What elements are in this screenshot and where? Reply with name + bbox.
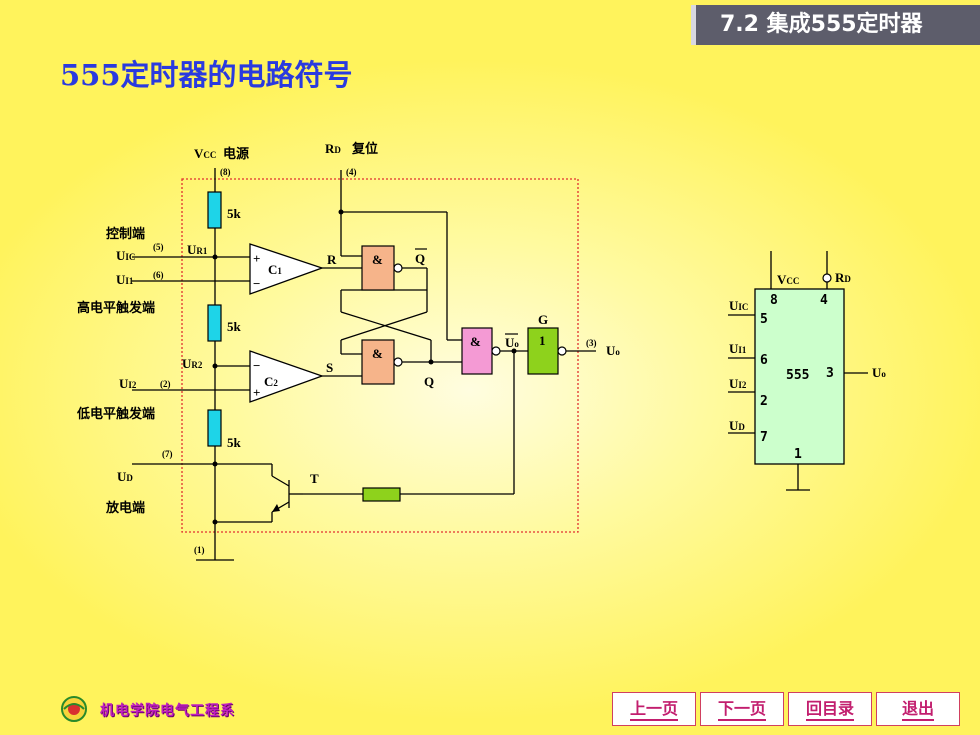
nand-lower-bubble: [393, 357, 403, 367]
g-label: G: [538, 312, 548, 327]
c1-minus: −: [253, 276, 260, 291]
vcc-label: VCC: [194, 146, 216, 161]
c2-plus: +: [253, 385, 260, 400]
nand-upper-symbol: &: [372, 252, 383, 267]
qbar-label: Q: [415, 251, 425, 266]
resistor-3: [207, 409, 222, 447]
exit-label: 退出: [901, 699, 934, 721]
ic-pin8: 8: [770, 293, 778, 308]
toc-label: 回目录: [805, 699, 854, 721]
ic-uic-label: UIC: [729, 298, 748, 313]
q-label: Q: [424, 374, 434, 389]
ui1-label: UI1: [116, 272, 134, 287]
ic-ui1-label: UI1: [729, 341, 747, 356]
ic-pin2: 2: [760, 394, 768, 409]
uic-pin: (5): [153, 242, 164, 252]
prev-page-label: 上一页: [629, 699, 678, 721]
next-page-button[interactable]: 下一页: [700, 692, 784, 726]
prev-page-button[interactable]: 上一页: [612, 692, 696, 726]
ic-pin3: 3: [826, 366, 834, 381]
wires: [132, 168, 596, 561]
ic-ud-label: UD: [729, 418, 745, 433]
c1-label: C1: [268, 262, 282, 277]
section-label: 7.2 集成555定时器: [691, 5, 980, 45]
ic-rd-label: RD: [835, 270, 851, 285]
ur2-label: UR2: [182, 356, 203, 371]
footer-organization: 机电学院电气工程系: [100, 703, 235, 719]
c2-minus: −: [253, 358, 260, 373]
uic-label: UIC: [116, 248, 135, 263]
school-logo-icon: [61, 696, 87, 722]
junction-dots: [212, 209, 517, 525]
resistor-3-label: 5k: [227, 435, 242, 450]
rd-pin: (4): [346, 167, 357, 177]
internal-boundary-box: [181, 178, 579, 533]
uo-bar-label: Uo: [505, 335, 519, 350]
ui1-pin: (6): [153, 270, 164, 280]
inverter-g: [527, 327, 559, 375]
resistor-1-label: 5k: [227, 206, 242, 221]
c1-plus: +: [253, 251, 260, 266]
ic-pin7: 7: [760, 430, 768, 445]
ic-pin4: 4: [820, 293, 828, 308]
rd-desc: 复位: [351, 141, 378, 157]
and-gate: [461, 327, 493, 375]
comparator-c2: [249, 350, 324, 403]
ic-pin6: 6: [760, 353, 768, 368]
low-trigger-label: 低电平触发端: [76, 406, 155, 422]
page-title: 555定时器的电路符号: [60, 58, 353, 92]
nand-lower-symbol: &: [372, 346, 383, 361]
output-label: Uo: [606, 343, 620, 358]
ic-uo-label: Uo: [872, 365, 886, 380]
high-trigger-label: 高电平触发端: [77, 300, 155, 316]
rd-label: RD: [325, 141, 341, 156]
ic-ui2-label: UI2: [729, 376, 747, 391]
resistor-2-label: 5k: [227, 319, 242, 334]
transistor-label: T: [310, 471, 319, 486]
discharge-label: 放电端: [105, 500, 145, 516]
comparator-c1: [249, 243, 324, 295]
discharge-block: [362, 487, 401, 502]
r-label: R: [327, 252, 337, 267]
control-label: 控制端: [106, 226, 145, 242]
s-label: S: [326, 360, 333, 375]
ic-name: 555: [786, 368, 809, 383]
resistor-2: [207, 304, 222, 342]
pin7-label: (7): [162, 449, 173, 459]
nand-upper-bubble: [393, 263, 403, 273]
nand-gate-upper: [361, 245, 395, 291]
toc-button[interactable]: 回目录: [788, 692, 872, 726]
exit-button[interactable]: 退出: [876, 692, 960, 726]
vcc-desc: 电源: [223, 146, 249, 162]
ur1-label: UR1: [187, 242, 208, 257]
vcc-pin: (8): [220, 167, 231, 177]
c2-label: C2: [264, 374, 278, 389]
and-gate-bubble: [491, 346, 501, 356]
ui2-label: UI2: [119, 376, 137, 391]
and-symbol: &: [470, 334, 481, 349]
ic-555-symbol: 8 4 5 6 2 7 3 1 555 VCC RD UIC UI1 UI2 U…: [728, 251, 886, 491]
transistor-emitter-arrow: [272, 504, 280, 512]
ui2-pin: (2): [160, 379, 171, 389]
next-page-label: 下一页: [717, 699, 766, 721]
pin1-label: (1): [194, 545, 205, 555]
ic-pin5: 5: [760, 312, 768, 327]
inverter-symbol: 1: [539, 333, 546, 348]
ic-pin1: 1: [794, 447, 802, 462]
inverter-bubble: [557, 346, 567, 356]
nand-gate-lower: [361, 339, 395, 385]
ud-label: UD: [117, 469, 133, 484]
ic-vcc-label: VCC: [777, 272, 799, 287]
resistor-1: [207, 191, 222, 229]
output-pin: (3): [586, 338, 597, 348]
